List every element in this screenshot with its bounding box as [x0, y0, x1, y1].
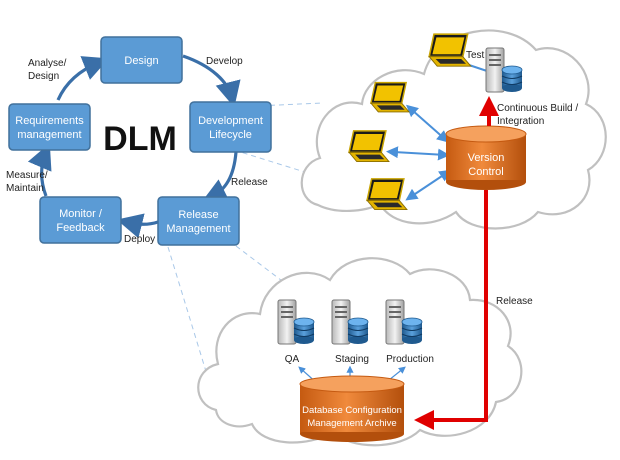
release-mgmt-label-2: Management [166, 223, 230, 235]
archive-cylinder [299, 375, 405, 442]
arrow-measure [27, 143, 52, 197]
archive-labels: Database Configuration Management Archiv… [302, 405, 402, 429]
release-management-box [157, 196, 240, 246]
vc-label-1: Version [468, 152, 505, 164]
dlm-title: DLM [103, 120, 177, 158]
production-label: Production [386, 354, 434, 365]
test-label: Test [466, 50, 485, 61]
cycle-arrows [27, 54, 241, 239]
cycle-boxes [8, 36, 272, 246]
measure-label-2: Maintain [6, 183, 44, 194]
arrow-develop [182, 54, 241, 108]
arrow-analyse [56, 56, 109, 101]
release-arrow-label: Release [496, 296, 533, 307]
cycle-box-labels: Design Development Lifecycle Release Man… [15, 55, 263, 235]
dev-lifecycle-label-1: Development [198, 115, 263, 127]
requirements-label-1: Requirements [15, 115, 84, 127]
requirements-label-2: management [17, 129, 81, 141]
analyse-label-1: Analyse/ [28, 58, 67, 69]
analyse-label-2: Design [28, 71, 59, 82]
monitor-feedback-box [39, 196, 122, 244]
development-lifecycle-box [189, 101, 272, 153]
ci-label-1: Continuous Build / [497, 103, 578, 114]
develop-label: Develop [206, 56, 243, 67]
dashed-connectors [167, 102, 323, 379]
deploy-label: Deploy [124, 234, 155, 245]
vc-labels: Version Control [468, 152, 505, 178]
archive-label-1: Database Configuration [302, 405, 402, 416]
archive-label-2: Management Archive [307, 418, 396, 429]
arrow-release [201, 151, 238, 203]
release-mgmt-label-1: Release [178, 209, 218, 221]
vc-label-2: Control [468, 166, 503, 178]
monitor-label-1: Monitor / [59, 208, 103, 220]
staging-label: Staging [335, 354, 369, 365]
measure-label-1: Measure/ [6, 170, 48, 181]
server-labels: QA Staging Production [285, 354, 434, 365]
requirements-box [8, 103, 91, 151]
design-box [100, 36, 183, 84]
test-laptop-icon [428, 33, 472, 68]
dev-laptop-icon-2 [348, 130, 390, 163]
monitor-label-2: Feedback [56, 222, 105, 234]
dev-lifecycle-label-2: Lifecycle [209, 129, 252, 141]
dev-laptop-icon-1 [370, 81, 410, 113]
version-control-cylinder [445, 125, 527, 190]
release-arrow [414, 190, 488, 430]
top-cloud-labels: Test Continuous Build / Integration [466, 50, 578, 127]
dev-laptop-icon-3 [366, 178, 408, 211]
cycle-arrow-labels: Develop Release Deploy Measure/ Maintain… [6, 56, 268, 245]
design-label: Design [124, 55, 158, 67]
arrow-deploy [116, 213, 159, 239]
ci-label-2: Integration [497, 116, 544, 127]
qa-label: QA [285, 354, 300, 365]
release-cycle-label: Release [231, 177, 268, 188]
